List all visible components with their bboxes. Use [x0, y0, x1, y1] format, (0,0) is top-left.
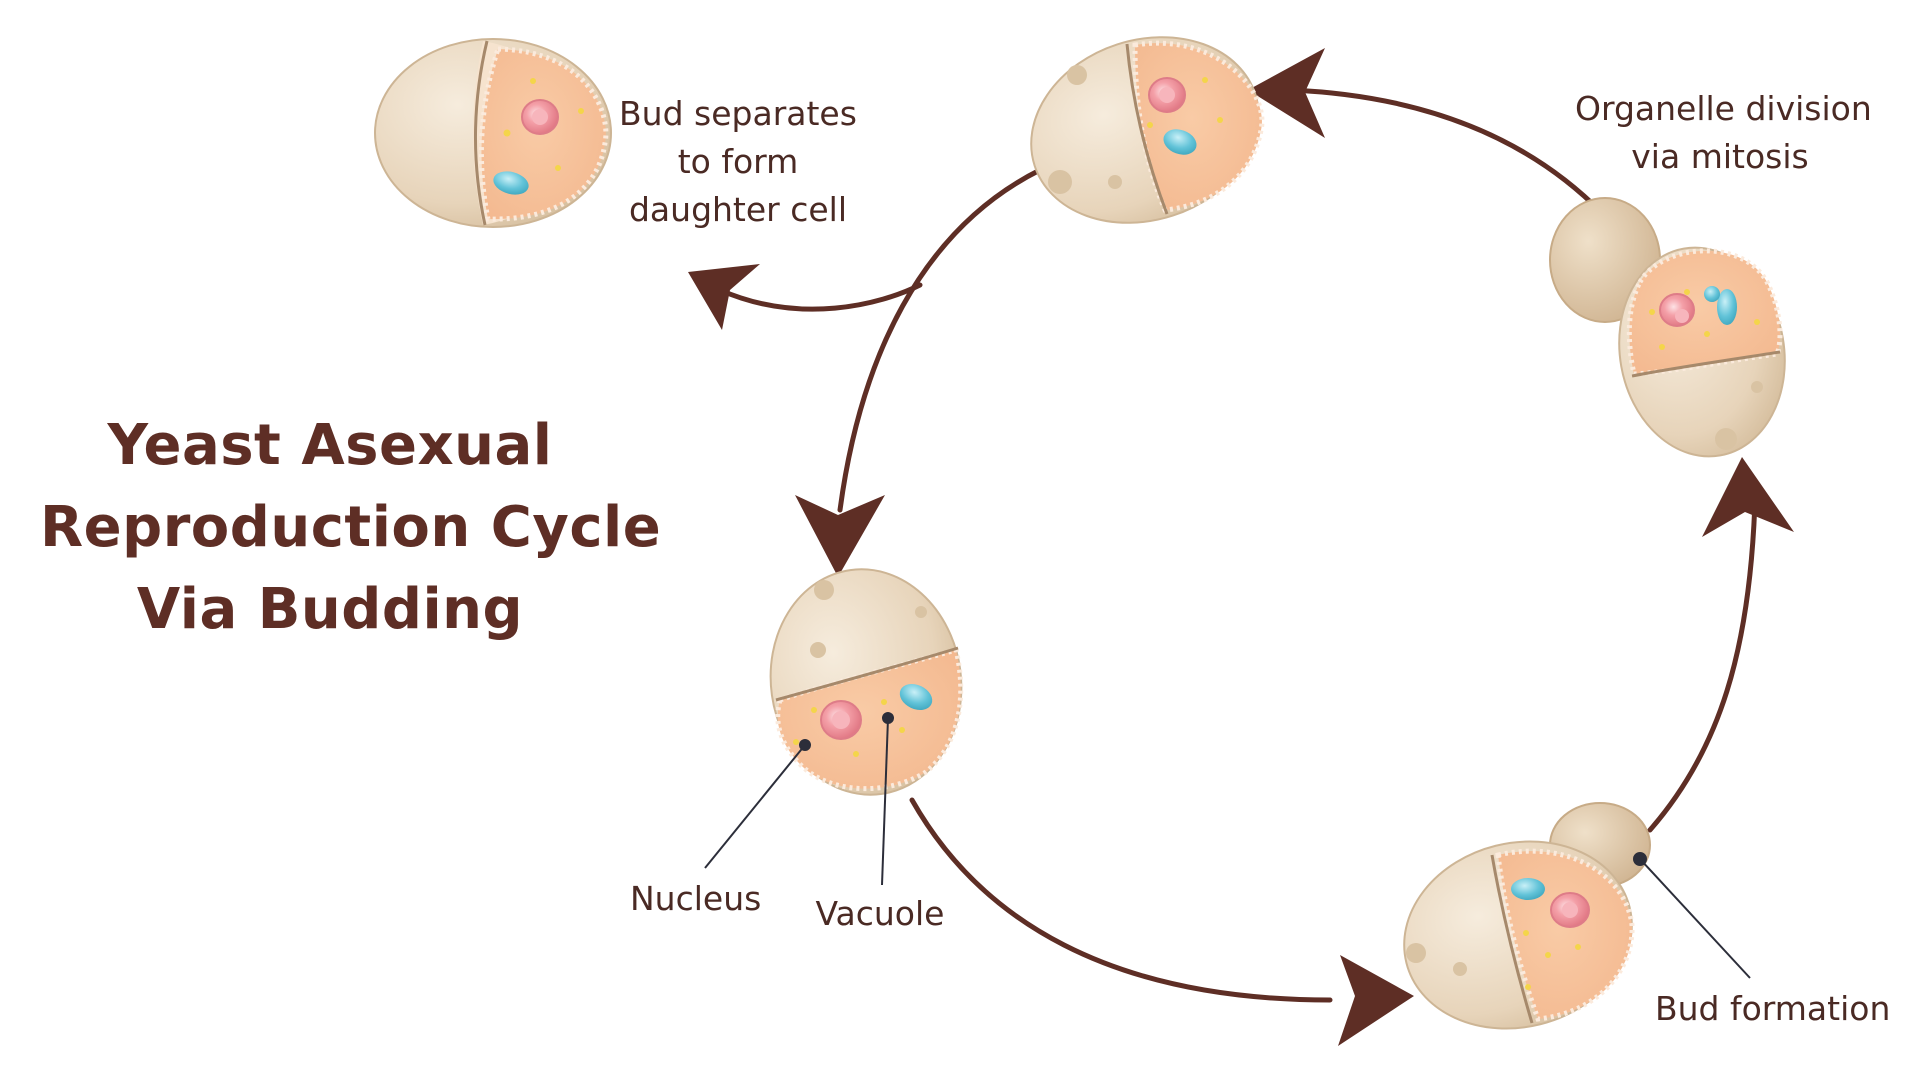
label-bud-formation: Bud formation	[1655, 989, 1891, 1028]
arrowhead-left	[795, 495, 885, 577]
cycle-arrows	[717, 87, 1758, 1003]
vacuole-icon	[899, 683, 933, 711]
vacuole-icon	[493, 171, 529, 195]
cell-bud-formation	[1403, 802, 1651, 1030]
arrow-top	[1287, 87, 1605, 216]
vacuole-icon	[1163, 129, 1197, 155]
arrow-branch	[717, 282, 923, 312]
label-vacuole: Vacuole	[815, 894, 945, 933]
nucleus-leader	[704, 744, 806, 869]
cell-daughter-separated	[374, 38, 612, 228]
title-line-3: Via Budding	[136, 577, 524, 642]
vacuole-icon	[1511, 878, 1545, 900]
title-line-2: Reproduction Cycle	[40, 495, 662, 560]
vacuole-icon	[1717, 289, 1737, 325]
arrowhead-top	[1248, 48, 1325, 138]
leader-lines	[704, 712, 1751, 979]
cell-organelle-division	[1549, 197, 1786, 458]
arrow-bottom	[909, 797, 1333, 1003]
arrowhead-branch	[688, 264, 760, 330]
title-line-1: Yeast Asexual	[107, 413, 553, 478]
cell-mother-after-separation	[1030, 36, 1265, 224]
diagram-title: Yeast Asexual Reproduction Cycle Via Bud…	[40, 405, 662, 651]
arrowheads	[688, 48, 1794, 1046]
nucleus-icon	[1659, 293, 1695, 327]
label-organelle-division: Organelle division via mitosis	[1575, 89, 1872, 176]
arrowhead-right	[1702, 457, 1794, 537]
cell-interphase	[769, 568, 964, 796]
bud-formation-leader	[1639, 858, 1751, 979]
label-bud-separates: Bud separates to form daughter cell	[619, 94, 857, 229]
arrow-left	[837, 167, 1043, 513]
vacuole-leader	[881, 717, 889, 886]
label-nucleus: Nucleus	[630, 879, 762, 918]
arrow-right	[1647, 497, 1758, 833]
arrowhead-bottom	[1338, 955, 1414, 1046]
